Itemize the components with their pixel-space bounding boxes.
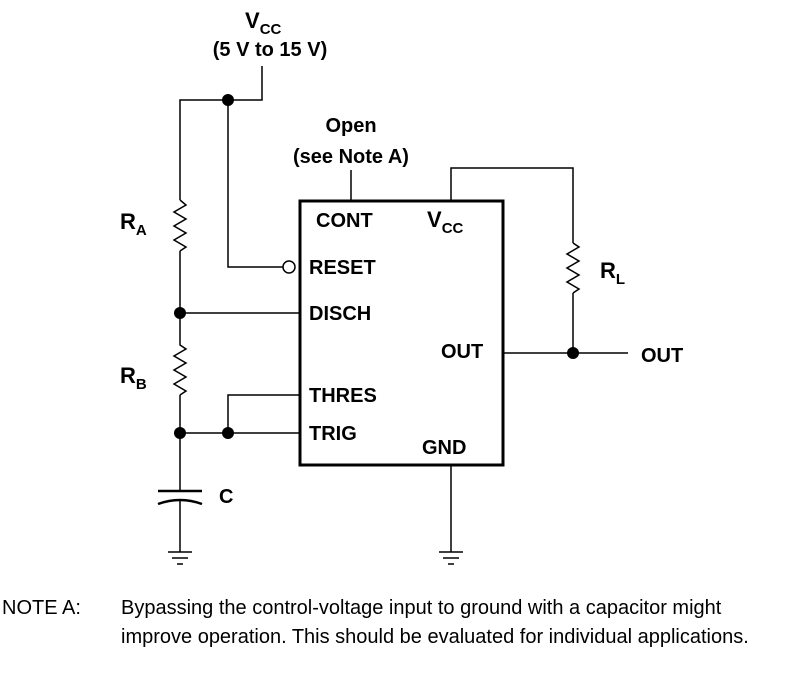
ra-label: RA [120,209,147,239]
note-text: Bypassing the control-voltage input to g… [121,597,749,648]
junction-dot-trig-right [222,427,234,439]
rl-resistor [565,242,581,294]
pin-gnd-label: GND [422,437,466,459]
cont-open-label: Open [325,115,376,137]
pin-cont-label: CONT [316,210,373,232]
pin-trig-label: TRIG [309,423,357,445]
vcc-supply-label: VCC [245,8,282,38]
note-label: NOTE A: [2,597,81,619]
junction-dots [174,94,579,439]
vcc-to-rl-wire [450,167,574,243]
rb-label: RB [120,363,147,393]
vcc-supply-wire [179,66,263,200]
cont-see-note-label: (see Note A) [293,146,409,168]
pin-vcc-label: VCC [427,207,464,237]
rb-resistor [172,313,188,396]
ground-symbol-right [439,551,463,565]
output-label: OUT [641,345,683,367]
junction-dot-disch [174,307,186,319]
thres-wire [227,394,300,433]
reset-inversion-bubble [282,260,296,274]
vcc-range-label: (5 V to 15 V) [213,39,327,61]
rb-to-trig-wire [179,395,300,434]
ra-to-disch-wire [179,251,300,314]
ic-555-body [298,199,505,467]
pin-disch-label: DISCH [309,303,371,325]
rl-label: RL [600,258,625,288]
pin-reset-label: RESET [309,257,376,279]
ground-symbol-left [168,551,192,565]
pin-out-label: OUT [441,341,483,363]
junction-dot-trig-left [174,427,186,439]
junction-dot-out [567,347,579,359]
junction-dot-vcc [222,94,234,106]
pin-thres-label: THRES [309,385,377,407]
reset-wire [227,100,283,268]
ra-resistor [172,199,188,252]
capacitor-label: C [219,486,233,508]
